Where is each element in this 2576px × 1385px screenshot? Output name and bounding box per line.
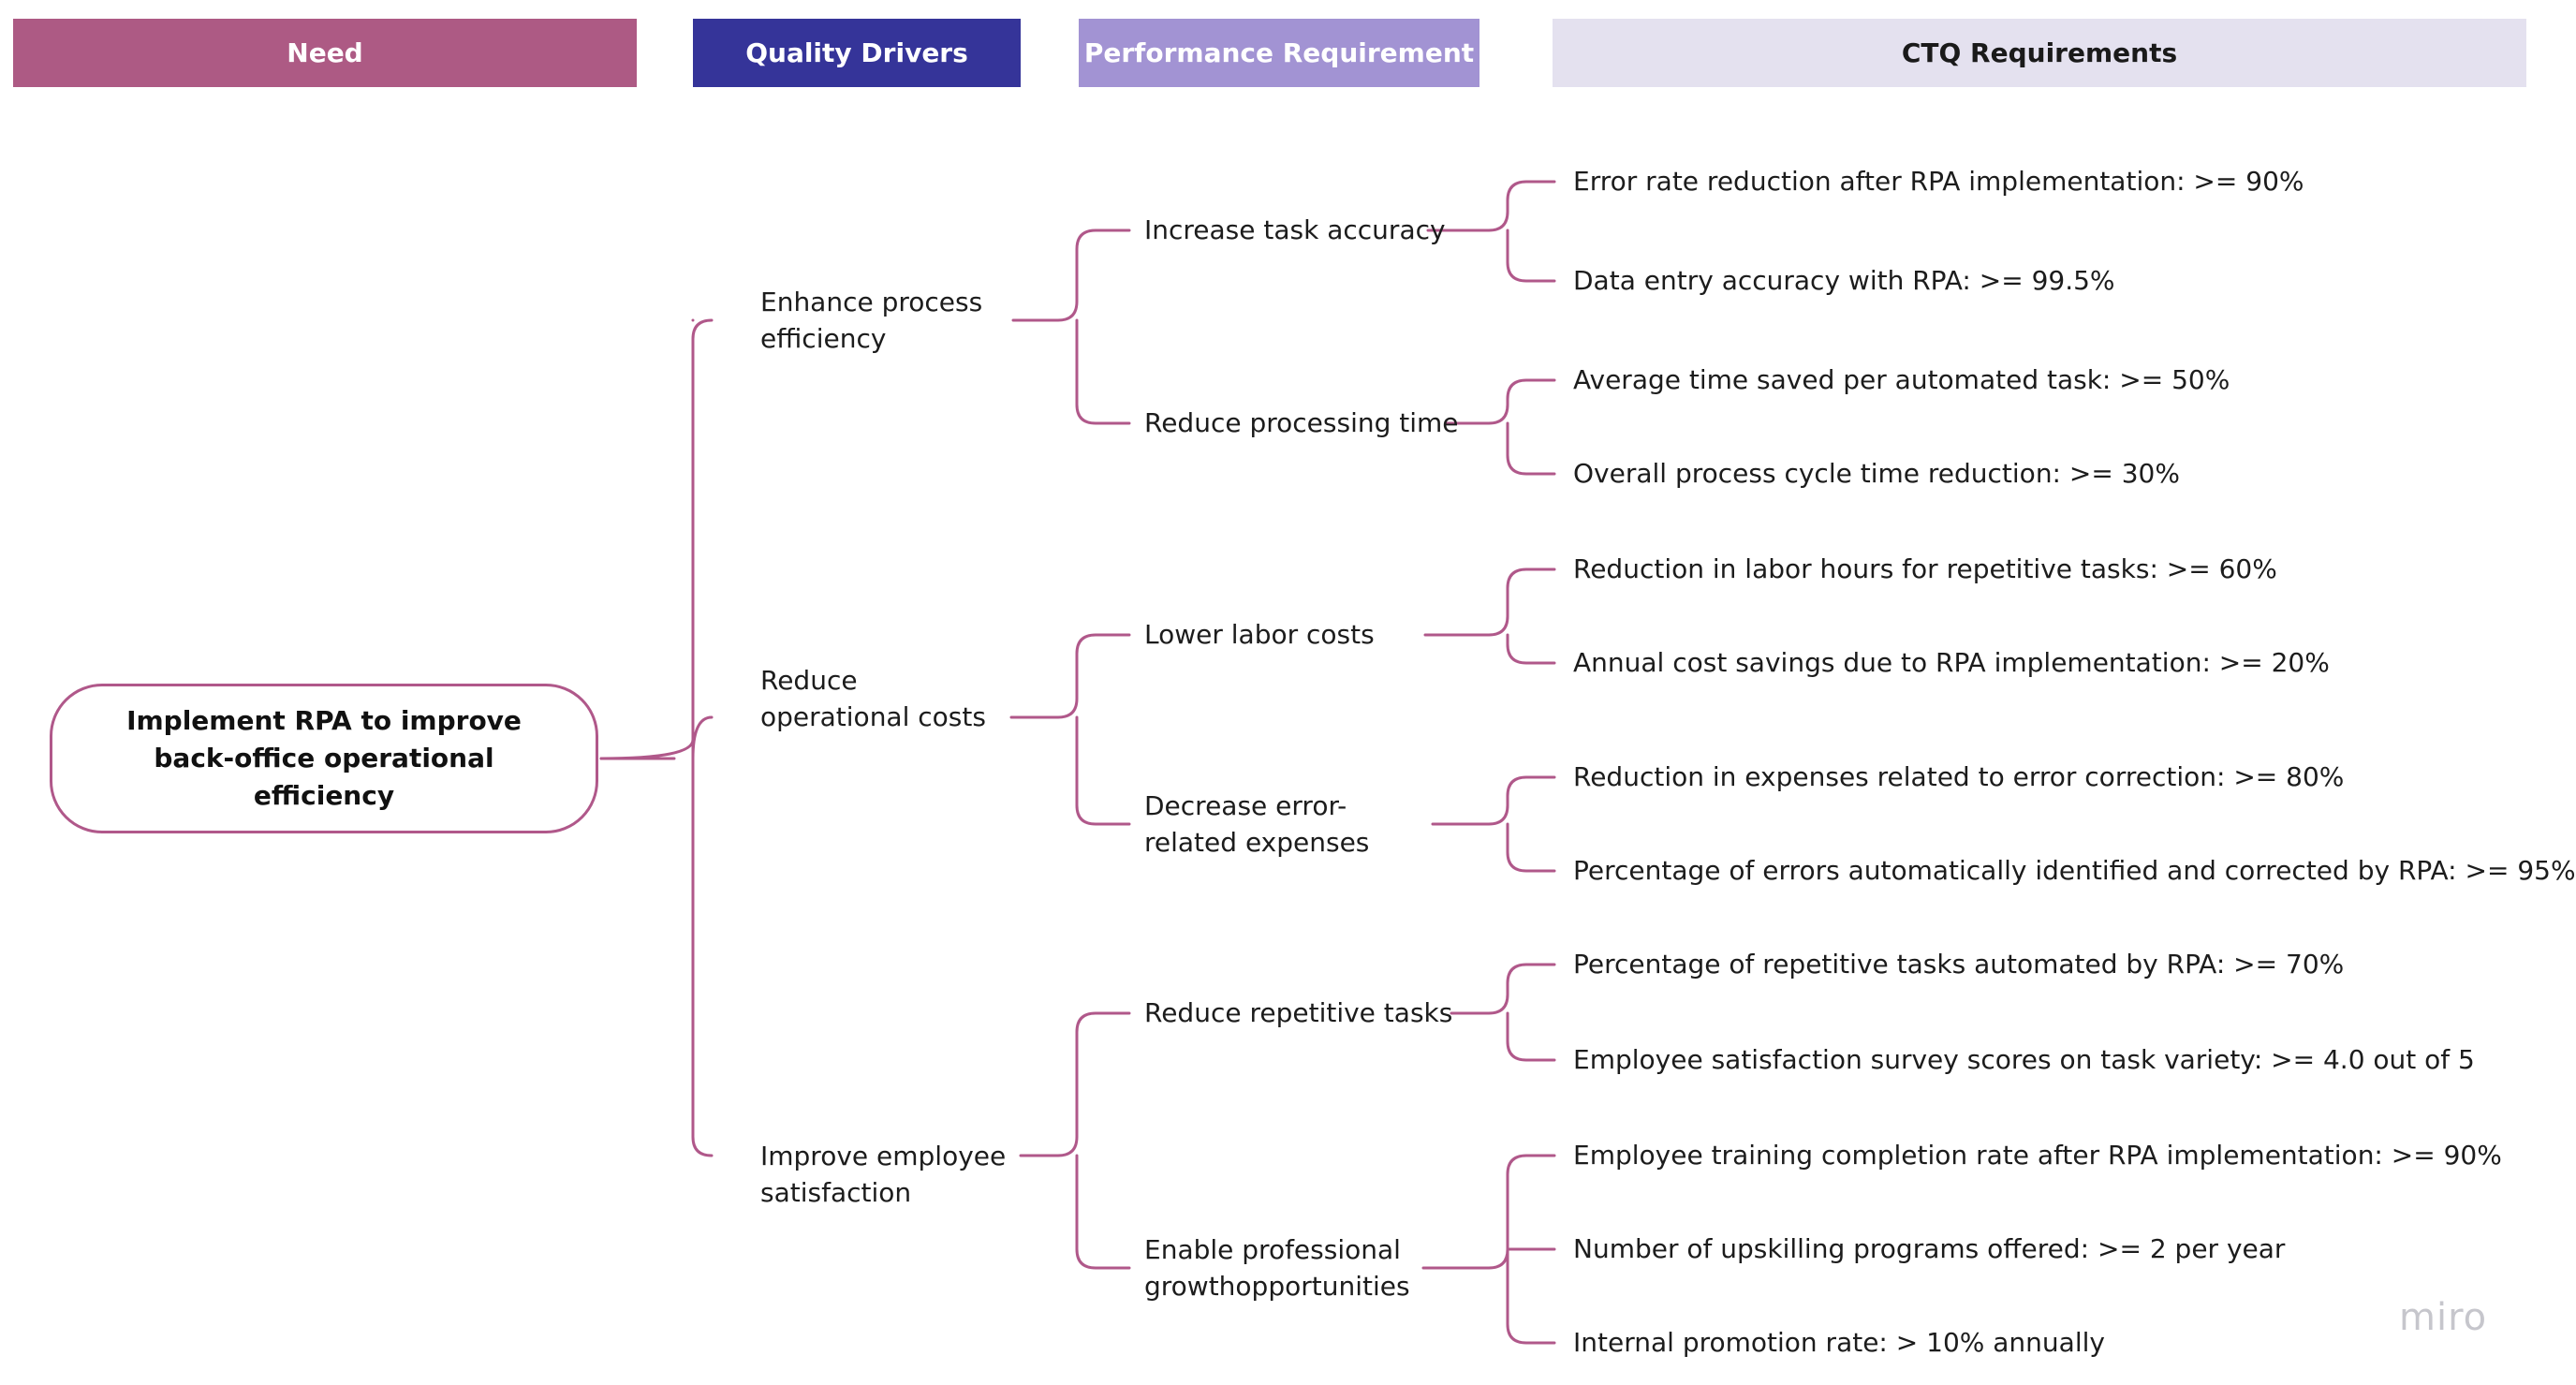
header-need: Need xyxy=(13,19,637,87)
need-text: Implement RPA to improve back-office ope… xyxy=(126,705,522,811)
ctq-item: Annual cost savings due to RPA implement… xyxy=(1573,647,2330,678)
driver-node: Enhance process efficiency xyxy=(760,287,983,354)
ctq-item: Average time saved per automated task: >… xyxy=(1573,364,2230,395)
connector-need-stem xyxy=(599,738,695,760)
connector-req4 xyxy=(1431,775,1556,873)
ctq-item: Overall process cycle time reduction: >=… xyxy=(1573,458,2180,489)
ctq-item: Percentage of repetitive tasks automated… xyxy=(1573,949,2345,980)
connector-req6 xyxy=(1421,1154,1556,1345)
driver-node: Improve employee satisfaction xyxy=(760,1141,1007,1208)
ctq-item: Data entry accuracy with RPA: >= 99.5% xyxy=(1573,265,2115,296)
connector-driver3 xyxy=(1019,1011,1131,1270)
header-performance-requirement: Performance Requirement xyxy=(1079,19,1479,87)
connector-req2 xyxy=(1444,378,1556,476)
ctq-item: Internal promotion rate: > 10% annually xyxy=(1573,1327,2105,1358)
ctq-item: Employee satisfaction survey scores on t… xyxy=(1573,1044,2475,1075)
requirement-node: Increase task accuracy xyxy=(1144,214,1446,245)
requirement-node: Enable professional growthopportunities xyxy=(1144,1234,1410,1302)
ctq-item: Reduction in labor hours for repetitive … xyxy=(1573,553,2277,584)
requirement-node: Decrease error-related expenses xyxy=(1144,790,1370,858)
connector-req5 xyxy=(1450,963,1556,1062)
requirement-node: Reduce repetitive tasks xyxy=(1144,997,1453,1028)
ctq-item: Percentage of errors automatically ident… xyxy=(1573,855,2576,886)
driver-node: Reduce operational costs xyxy=(760,665,986,732)
ctq-item: Employee training completion rate after … xyxy=(1573,1140,2502,1171)
connector-req1 xyxy=(1426,180,1556,283)
header-ctq-requirements: CTQ Requirements xyxy=(1553,19,2526,87)
ctq-item: Reduction in expenses related to error c… xyxy=(1573,761,2345,792)
header-quality-drivers: Quality Drivers xyxy=(693,19,1021,87)
ctq-item: Number of upskilling programs offered: >… xyxy=(1573,1233,2286,1264)
connector-req3 xyxy=(1423,567,1556,665)
requirement-node: Reduce processing time xyxy=(1144,407,1459,438)
miro-logo: miro xyxy=(2399,1296,2488,1339)
connector-driver2 xyxy=(1009,633,1131,826)
connector-driver1 xyxy=(1011,228,1131,425)
ctq-item: Error rate reduction after RPA implement… xyxy=(1573,166,2304,197)
requirement-node: Lower labor costs xyxy=(1144,619,1375,650)
connector-need-drivers xyxy=(599,318,714,1157)
need-node: Implement RPA to improve back-office ope… xyxy=(50,684,598,833)
